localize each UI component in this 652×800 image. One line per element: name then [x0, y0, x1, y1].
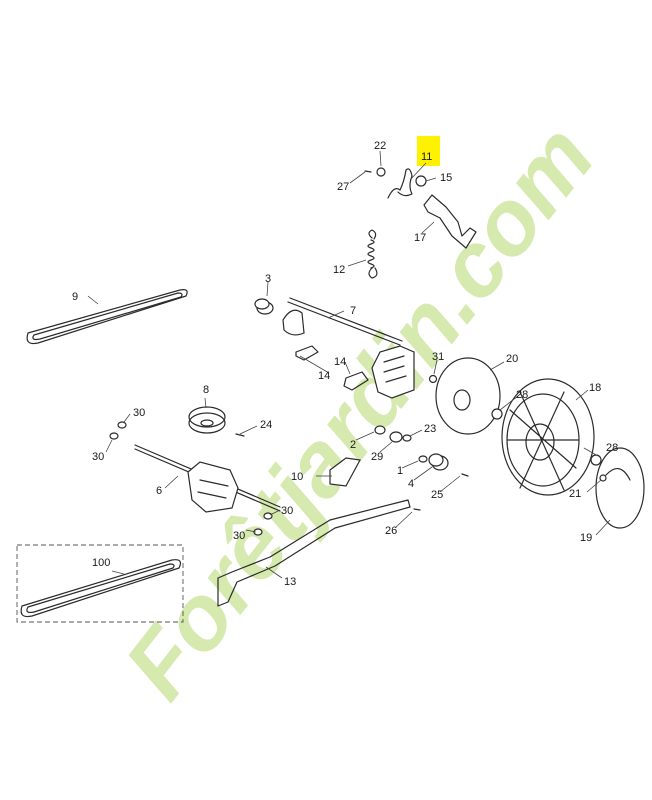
washer-30-a[interactable] [117, 421, 127, 429]
pulley-8[interactable] [188, 406, 226, 434]
washer-30-b[interactable] [109, 432, 119, 440]
label-20[interactable]: 20 [506, 353, 518, 365]
bearing-28-upper[interactable] [491, 408, 503, 420]
washer-22[interactable] [376, 167, 386, 177]
axle-cover-10[interactable] [329, 457, 361, 487]
wheel-18[interactable] [501, 378, 595, 496]
shaft-7[interactable] [282, 297, 403, 346]
part-labels: 9 100 11 22 27 15 17 12 3 7 14 14 31 20 … [72, 140, 618, 588]
option-box-100 [16, 544, 184, 623]
spring-12[interactable] [367, 229, 378, 279]
bracket-14-lower[interactable] [343, 371, 369, 391]
label-4[interactable]: 4 [408, 478, 414, 490]
label-100[interactable]: 100 [92, 557, 110, 569]
washer-23[interactable] [402, 434, 412, 442]
rear-bar-13[interactable] [217, 499, 411, 607]
drive-shaft-6[interactable] [134, 444, 281, 513]
bearing-4[interactable] [428, 453, 449, 471]
label-9[interactable]: 9 [72, 291, 78, 303]
label-8[interactable]: 8 [203, 384, 209, 396]
hubcap-19[interactable] [595, 447, 645, 529]
ring-31[interactable] [428, 374, 438, 384]
washer-1[interactable] [418, 455, 428, 463]
label-29[interactable]: 29 [371, 451, 383, 463]
nut-15[interactable] [415, 175, 427, 187]
leader-lines [87, 150, 611, 579]
label-14-lower[interactable]: 14 [318, 370, 330, 382]
label-30-a[interactable]: 30 [133, 407, 145, 419]
label-22[interactable]: 22 [374, 140, 386, 152]
label-13[interactable]: 13 [284, 576, 296, 588]
label-19[interactable]: 19 [580, 532, 592, 544]
label-28-upper[interactable]: 28 [516, 389, 528, 401]
bushing-29[interactable] [389, 431, 403, 443]
label-28-lower[interactable]: 28 [606, 442, 618, 454]
washer-21[interactable] [599, 474, 607, 482]
label-1[interactable]: 1 [397, 465, 403, 477]
label-10[interactable]: 10 [291, 471, 303, 483]
belt-100[interactable] [20, 559, 182, 618]
label-30-c[interactable]: 30 [281, 505, 293, 517]
washer-2[interactable] [374, 425, 386, 435]
spring-clip-11[interactable] [387, 168, 413, 199]
clip-25[interactable] [461, 473, 469, 477]
label-27[interactable]: 27 [337, 181, 349, 193]
label-30-b[interactable]: 30 [92, 451, 104, 463]
label-23[interactable]: 23 [424, 423, 436, 435]
label-11[interactable]: 11 [421, 151, 432, 163]
label-7[interactable]: 7 [350, 305, 356, 317]
label-18[interactable]: 18 [589, 382, 601, 394]
pin-26[interactable] [413, 508, 421, 511]
label-31[interactable]: 31 [432, 351, 444, 363]
lever-17[interactable] [423, 194, 477, 249]
label-14-upper[interactable]: 14 [334, 356, 346, 368]
key-24[interactable] [235, 433, 245, 437]
label-26[interactable]: 26 [385, 525, 397, 537]
label-17[interactable]: 17 [414, 232, 426, 244]
label-25[interactable]: 25 [431, 489, 443, 501]
label-24[interactable]: 24 [260, 419, 272, 431]
label-21[interactable]: 21 [569, 488, 581, 500]
gearbox-upper[interactable] [371, 345, 415, 399]
label-2[interactable]: 2 [350, 439, 356, 451]
label-12[interactable]: 12 [333, 264, 345, 276]
belt-9[interactable] [26, 289, 188, 345]
label-15[interactable]: 15 [440, 172, 452, 184]
label-30-d[interactable]: 30 [233, 530, 245, 542]
label-3[interactable]: 3 [265, 273, 271, 285]
pin-27[interactable] [364, 170, 372, 173]
hub-cap-20[interactable] [435, 357, 501, 435]
bearing-28-lower[interactable] [590, 454, 602, 466]
washer-30-c[interactable] [263, 512, 273, 520]
highlight-part-11 [417, 136, 440, 166]
bracket-14-upper[interactable] [295, 345, 319, 361]
label-6[interactable]: 6 [156, 485, 162, 497]
bushing-3[interactable] [254, 298, 274, 315]
